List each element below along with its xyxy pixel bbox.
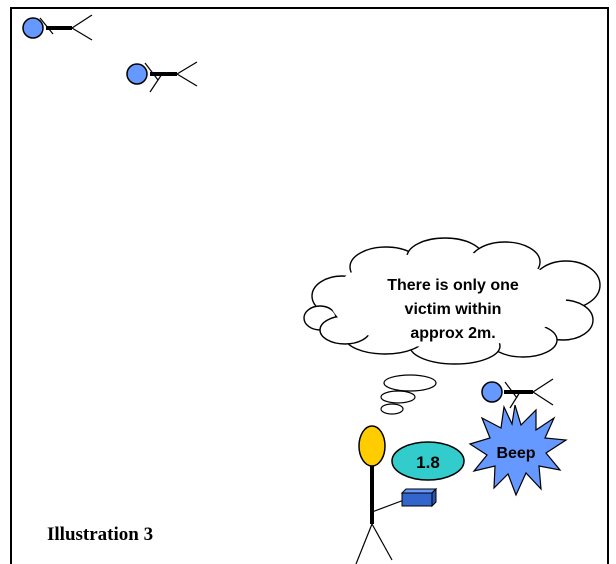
distance-reading: 1.8 bbox=[416, 453, 440, 472]
buried-victim-2 bbox=[126, 61, 198, 93]
distance-display: 1.8 bbox=[391, 441, 465, 481]
victim-arm bbox=[39, 17, 54, 35]
searcher-arm bbox=[371, 499, 405, 513]
device-top bbox=[400, 488, 438, 494]
victim-arm bbox=[144, 62, 159, 81]
thought-text-line-1: There is only one bbox=[387, 277, 519, 294]
cloud-fill bbox=[330, 252, 566, 348]
trail-bubble-small bbox=[380, 403, 404, 415]
victim-leg bbox=[176, 61, 198, 75]
searcher-head bbox=[358, 425, 386, 467]
victim-arm bbox=[504, 381, 518, 399]
frame-border bbox=[10, 7, 609, 564]
buried-victim-3 bbox=[481, 378, 554, 409]
victim-arm bbox=[149, 73, 163, 93]
victim-head bbox=[126, 63, 148, 85]
thought-cloud: There is only one victim within approx 2… bbox=[303, 237, 601, 365]
beep-burst: Beep bbox=[468, 404, 568, 497]
victim-leg bbox=[532, 391, 554, 406]
transceiver-device bbox=[400, 487, 438, 508]
victim-leg bbox=[71, 27, 93, 41]
victim-head bbox=[22, 17, 44, 39]
victim-head bbox=[481, 381, 503, 403]
thought-trail bbox=[380, 374, 437, 415]
illustration-caption: Illustration 3 bbox=[47, 524, 153, 545]
thought-text-line-3: approx 2m. bbox=[410, 325, 495, 342]
victim-leg bbox=[176, 73, 198, 87]
searcher-leg-left bbox=[355, 523, 373, 564]
buried-victim-1 bbox=[22, 14, 93, 41]
thought-text-line-2: victim within bbox=[405, 301, 502, 318]
beep-label: Beep bbox=[496, 445, 535, 462]
victim-leg bbox=[71, 14, 93, 29]
victim-arm bbox=[509, 391, 521, 409]
trail-bubble-large bbox=[383, 374, 437, 392]
burst-star bbox=[468, 404, 568, 497]
victim-leg bbox=[532, 378, 554, 393]
searcher-figure bbox=[355, 425, 405, 564]
display-bubble bbox=[391, 441, 465, 481]
searcher-leg-right bbox=[371, 523, 393, 561]
device-body bbox=[401, 492, 433, 507]
trail-bubble-medium bbox=[380, 390, 416, 404]
